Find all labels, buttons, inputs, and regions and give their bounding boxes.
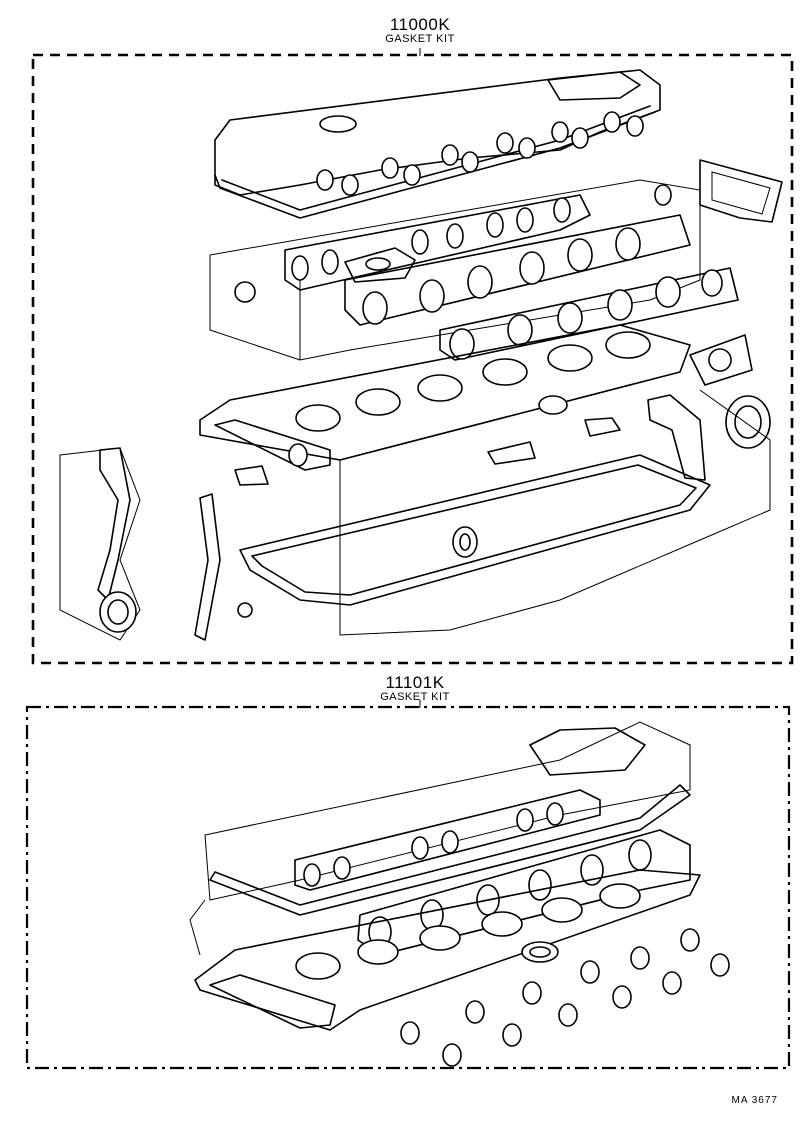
kit2-cylinder-head-outline	[189, 721, 691, 956]
part-number: 11101K	[385, 673, 445, 692]
valve-stem-seals	[316, 111, 644, 196]
figure-reference: MA 3677	[731, 1095, 778, 1106]
kit-11101k-frame	[25, 705, 791, 1070]
kit-name: GASKET KIT	[385, 33, 455, 45]
kit2-intake-manifold-gasket	[294, 789, 601, 891]
kit2-cylinder-head-gasket	[194, 869, 701, 1031]
valve-cover-gasket	[214, 69, 661, 219]
cylinder-head-gasket	[199, 324, 691, 471]
flange-gasket	[344, 247, 416, 283]
intake-manifold-gasket	[284, 194, 591, 291]
oil-pan-gasket	[239, 394, 711, 606]
exhaust-manifold-gasket	[344, 214, 739, 361]
part-number: 11000K	[389, 15, 451, 34]
kit-name: GASKET KIT	[380, 691, 450, 703]
misc-small-gaskets	[234, 334, 771, 618]
cylinder-head-outline	[209, 179, 701, 361]
engine-block-outline	[59, 389, 771, 641]
kit2-valve-cover-gasket	[209, 727, 691, 916]
kit2-valve-stem-seals	[400, 928, 730, 1067]
timing-cover-gasket	[97, 447, 478, 641]
kit-11000k-label: 11000K GASKET KIT	[360, 16, 480, 45]
side-cover-gasket	[699, 159, 783, 223]
kit-11000k-frame	[31, 53, 794, 665]
kit-11101k-label: 11101K GASKET KIT	[355, 674, 475, 703]
